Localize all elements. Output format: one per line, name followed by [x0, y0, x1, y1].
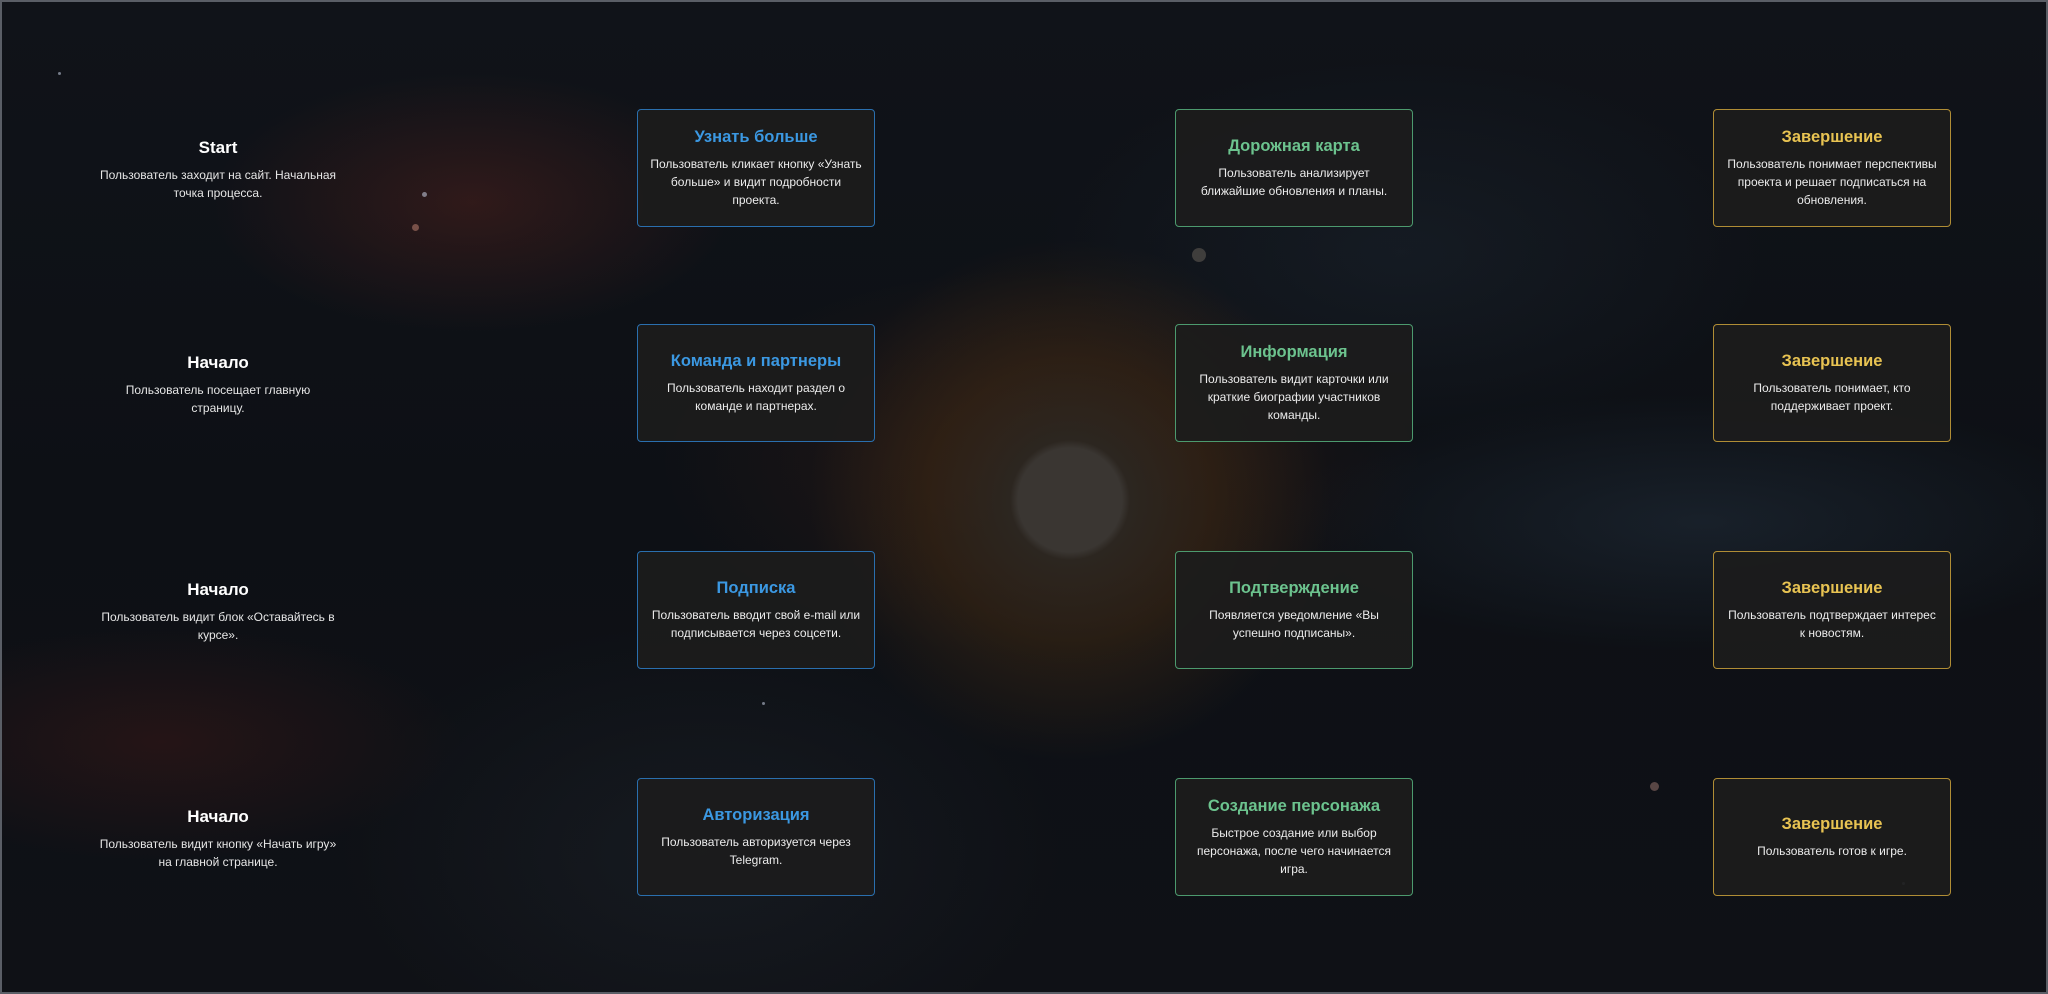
- step1-card-row-4: Авторизация Пользователь авторизуется че…: [637, 778, 875, 896]
- step1-card-title: Авторизация: [702, 805, 810, 824]
- step1-card-title: Команда и партнеры: [670, 351, 842, 370]
- end-card-title: Завершение: [1781, 127, 1883, 146]
- end-card-title: Завершение: [1781, 814, 1883, 833]
- star-decoration: [762, 702, 765, 705]
- start-node-row-4: Начало Пользователь видит кнопку «Начать…: [98, 807, 338, 871]
- start-node-desc: Пользователь видит кнопку «Начать игру» …: [99, 837, 337, 869]
- start-node-desc: Пользователь заходит на сайт. Начальная …: [99, 168, 337, 200]
- start-node-desc: Пользователь видит блок «Оставайтесь в к…: [101, 610, 335, 642]
- end-card-desc: Пользователь понимает, кто поддерживает …: [1753, 380, 1911, 413]
- step1-card-row-2: Команда и партнеры Пользователь находит …: [637, 324, 875, 442]
- star-decoration: [1192, 248, 1206, 262]
- step1-card-row-3: Подписка Пользователь вводит свой e-mail…: [637, 551, 875, 669]
- end-card-row-2: Завершение Пользователь понимает, кто по…: [1713, 324, 1951, 442]
- step2-card-desc: Появляется уведомление «Вы успешно подпи…: [1209, 607, 1379, 640]
- star-decoration: [412, 224, 419, 231]
- step2-card-desc: Пользователь анализирует ближайшие обнов…: [1200, 165, 1388, 198]
- star-decoration: [58, 72, 61, 75]
- step2-card-row-2: Информация Пользователь видит карточки и…: [1175, 324, 1413, 442]
- step1-card-desc: Пользователь авторизуется через Telegram…: [661, 834, 851, 867]
- start-node-row-2: Начало Пользователь посещает главную стр…: [98, 353, 338, 417]
- end-card-row-1: Завершение Пользователь понимает перспек…: [1713, 109, 1951, 227]
- step2-card-desc: Быстрое создание или выбор персонажа, по…: [1197, 825, 1391, 876]
- end-card-row-3: Завершение Пользователь подтверждает инт…: [1713, 551, 1951, 669]
- end-card-title: Завершение: [1781, 351, 1883, 370]
- step1-card-desc: Пользователь вводит свой e-mail или подп…: [651, 607, 861, 640]
- star-decoration: [422, 192, 427, 197]
- start-node-desc: Пользователь посещает главную страницу.: [125, 383, 311, 415]
- step2-card-row-1: Дорожная карта Пользователь анализирует …: [1175, 109, 1413, 227]
- start-node-title: Начало: [187, 353, 249, 372]
- step2-card-title: Подтверждение: [1229, 578, 1359, 597]
- end-card-title: Завершение: [1781, 578, 1883, 597]
- step2-card-row-3: Подтверждение Появляется уведомление «Вы…: [1175, 551, 1413, 669]
- end-card-desc: Пользователь понимает перспективы проект…: [1727, 156, 1937, 207]
- step2-card-title: Создание персонажа: [1207, 796, 1381, 815]
- start-node-title: Начало: [187, 807, 249, 826]
- step1-card-desc: Пользователь кликает кнопку «Узнать боль…: [650, 156, 862, 207]
- step2-card-desc: Пользователь видит карточки или краткие …: [1199, 371, 1389, 422]
- step1-card-desc: Пользователь находит раздел о команде и …: [666, 380, 846, 413]
- start-node-title: Начало: [187, 580, 249, 599]
- step2-card-title: Дорожная карта: [1228, 136, 1360, 155]
- step2-card-row-4: Создание персонажа Быстрое создание или …: [1175, 778, 1413, 896]
- star-decoration: [1650, 782, 1659, 791]
- start-node-title: Start: [198, 138, 238, 157]
- step1-card-row-1: Узнать больше Пользователь кликает кнопк…: [637, 109, 875, 227]
- end-card-desc: Пользователь готов к игре.: [1757, 843, 1907, 858]
- step2-card-title: Информация: [1240, 342, 1348, 361]
- step1-card-title: Узнать больше: [694, 127, 818, 146]
- end-card-desc: Пользователь подтверждает интерес к ново…: [1728, 607, 1936, 640]
- start-node-row-1: Start Пользователь заходит на сайт. Нача…: [98, 138, 338, 202]
- step1-card-title: Подписка: [716, 578, 796, 597]
- start-node-row-3: Начало Пользователь видит блок «Оставайт…: [98, 580, 338, 644]
- end-card-row-4: Завершение Пользователь готов к игре.: [1713, 778, 1951, 896]
